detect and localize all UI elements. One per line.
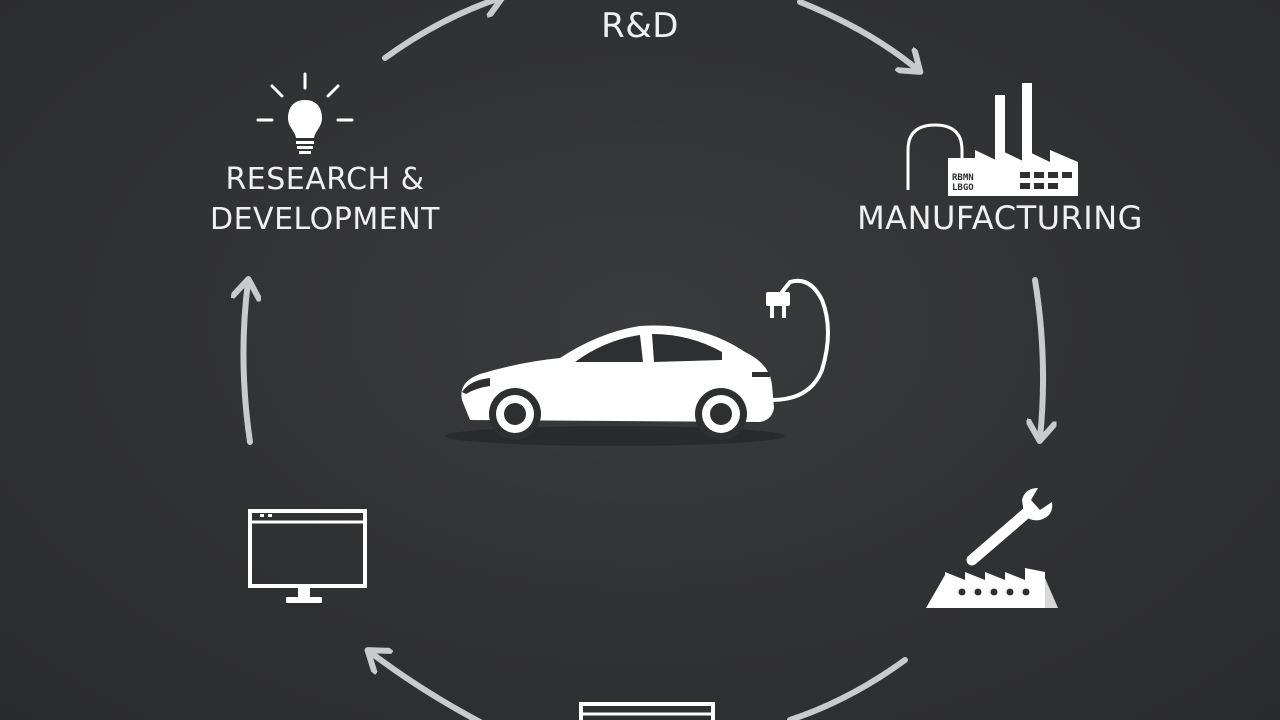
- arrow-left-up: [243, 282, 250, 445]
- electric-car-icon: [445, 325, 785, 446]
- research-label-line1: RESEARCH &: [225, 162, 425, 197]
- factory-sign-text: RBMN LBGO: [952, 173, 1012, 193]
- arrow-top-right: [797, 0, 918, 70]
- arrow-right-down: [1035, 277, 1043, 438]
- wrench-factory-icon: [926, 488, 1058, 608]
- arrow-bottom-right: [787, 657, 908, 720]
- research-label-line2: DEVELOPMENT: [210, 202, 440, 237]
- lightbulb-icon: [256, 72, 354, 154]
- rd-title: R&D: [601, 6, 679, 46]
- factory-sign-line1: RBMN: [952, 173, 974, 183]
- document-icon: [579, 702, 715, 720]
- factory-icon: [906, 83, 1078, 196]
- charging-plug-icon: [766, 278, 830, 402]
- factory-sign-line2: LBGO: [952, 183, 974, 193]
- manufacturing-label: MANUFACTURING: [857, 199, 1143, 237]
- monitor-icon: [248, 509, 367, 603]
- research-development-label: RESEARCH & DEVELOPMENT: [180, 160, 470, 240]
- arrow-bottom-left: [370, 652, 483, 720]
- arrow-top-left: [382, 0, 500, 61]
